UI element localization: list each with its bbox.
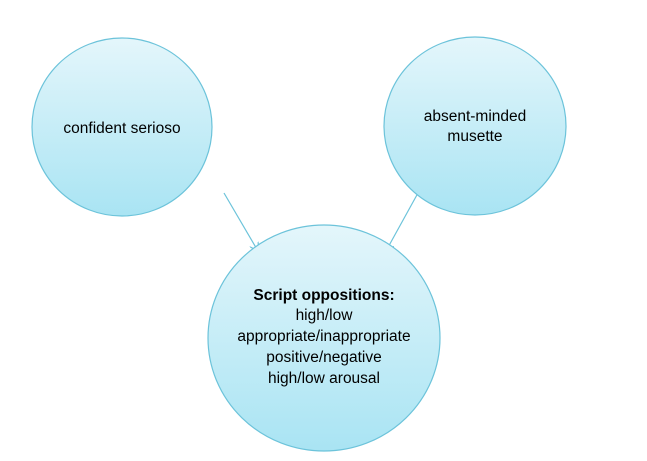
- node-bottom-shape: [207, 224, 441, 452]
- arrow-right-to-bottom: [386, 192, 419, 251]
- node-right-shape: [383, 36, 567, 216]
- node-bottom-title: Script oppositions:: [253, 287, 394, 304]
- node-right-label-line-1: absent-minded: [424, 108, 527, 125]
- node-right-label-line-2: musette: [447, 128, 502, 145]
- node-absent-minded-musette: absent-minded musette: [383, 36, 567, 216]
- node-confident-serioso: confident serioso: [31, 37, 213, 217]
- node-left-shape: [31, 37, 213, 217]
- node-bottom-line-4: high/low arousal: [268, 370, 380, 387]
- node-bottom-line-1: high/low: [296, 307, 354, 324]
- arrow-left-to-bottom: [223, 192, 258, 251]
- node-left-label: confident serioso: [63, 120, 180, 137]
- node-bottom-line-2: appropriate/inappropriate: [237, 328, 410, 345]
- node-bottom-line-3: positive/negative: [266, 349, 381, 366]
- node-script-oppositions: Script oppositions: high/low appropriate…: [207, 224, 441, 452]
